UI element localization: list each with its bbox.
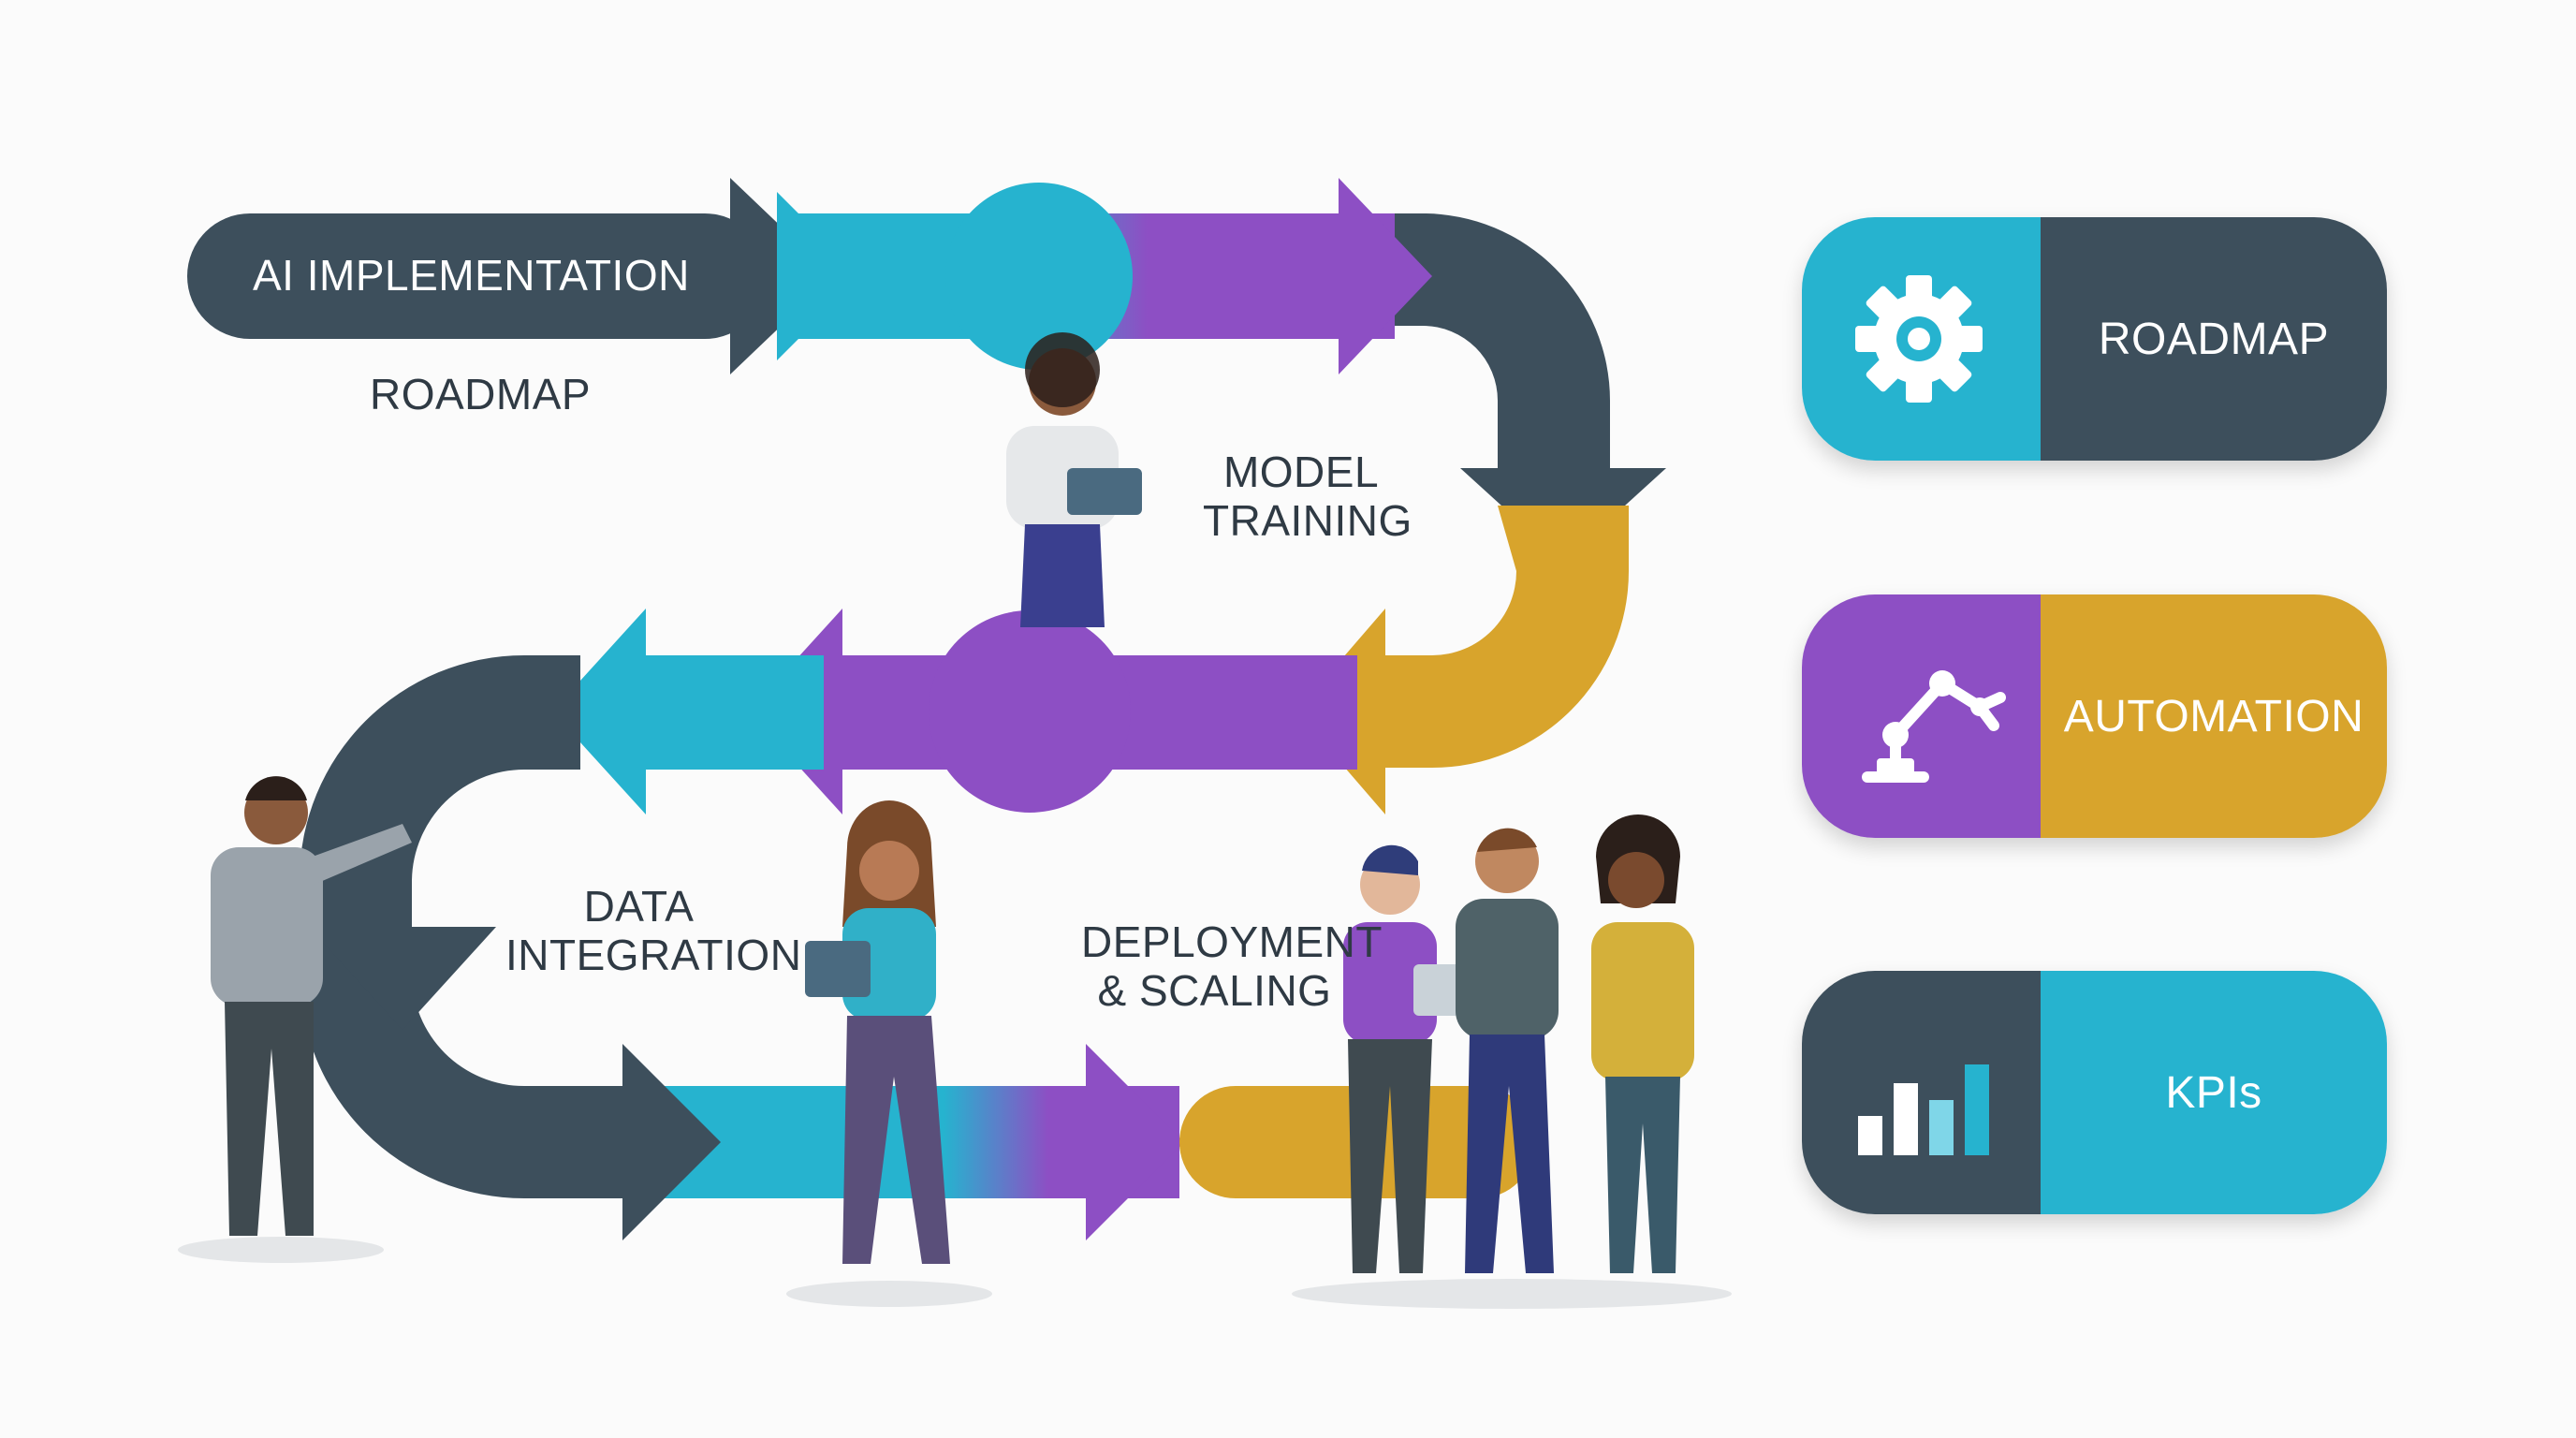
person-tablet-top: [1006, 332, 1142, 627]
title-line1: AI IMPLEMENTATION: [253, 251, 690, 300]
robot-arm-icon: [1862, 670, 2006, 783]
top-teal-arrowhead: [777, 192, 861, 360]
slate-arrowhead-left-down: [309, 927, 496, 1030]
stage-label-data-integration-line1: DATA: [583, 882, 695, 931]
stage-label-deployment-line1: DEPLOYMENT: [1081, 917, 1383, 966]
stage-label-data-integration-line2: INTEGRATION: [505, 931, 802, 979]
gear-icon: [1855, 275, 1983, 403]
stage-label-deployment: DEPLOYMENT & SCALING: [1081, 917, 1383, 1015]
card-roadmap-icon-panel: [1802, 217, 2041, 461]
top-purple-arrowhead: [1339, 178, 1432, 374]
person-woman-tablet: [786, 800, 992, 1307]
person-pointing: [178, 776, 412, 1263]
stage-label-model-training-line2: TRAINING: [1203, 496, 1412, 545]
card-roadmap-label: ROADMAP: [2041, 217, 2387, 461]
slate-curve-left: [300, 655, 674, 1198]
title-bar: [187, 213, 768, 339]
card-automation: AUTOMATION: [1802, 594, 2387, 838]
bottom-purple-arrowhead: [1086, 1044, 1184, 1240]
bar-chart-icon: [1858, 1064, 1989, 1155]
stage-label-deployment-line2: & SCALING: [1097, 966, 1332, 1015]
stage-label-model-training: MODEL TRAINING: [1203, 448, 1412, 545]
card-automation-label: AUTOMATION: [2041, 594, 2387, 838]
middle-teal-arrowhead: [552, 609, 646, 814]
card-roadmap: ROADMAP: [1802, 217, 2387, 461]
middle-band-teal: [637, 655, 824, 770]
card-kpis: KPIs: [1802, 971, 2387, 1214]
stage-label-model-training-line1: MODEL: [1222, 448, 1380, 496]
card-automation-icon-panel: [1802, 594, 2041, 838]
card-kpis-label: KPIs: [2041, 971, 2387, 1214]
title-line2: ROADMAP: [370, 370, 592, 418]
card-kpis-icon-panel: [1802, 971, 2041, 1214]
person-group: [1292, 814, 1732, 1309]
slate-curve-top-right: [1385, 213, 1610, 468]
middle-purple-node: [929, 610, 1131, 813]
stage-label-data-integration: DATA INTEGRATION: [505, 882, 802, 979]
bottom-slate-arrowhead: [622, 1044, 721, 1240]
top-teal-node: [945, 183, 1133, 370]
gold-curve-right: [1348, 506, 1629, 768]
